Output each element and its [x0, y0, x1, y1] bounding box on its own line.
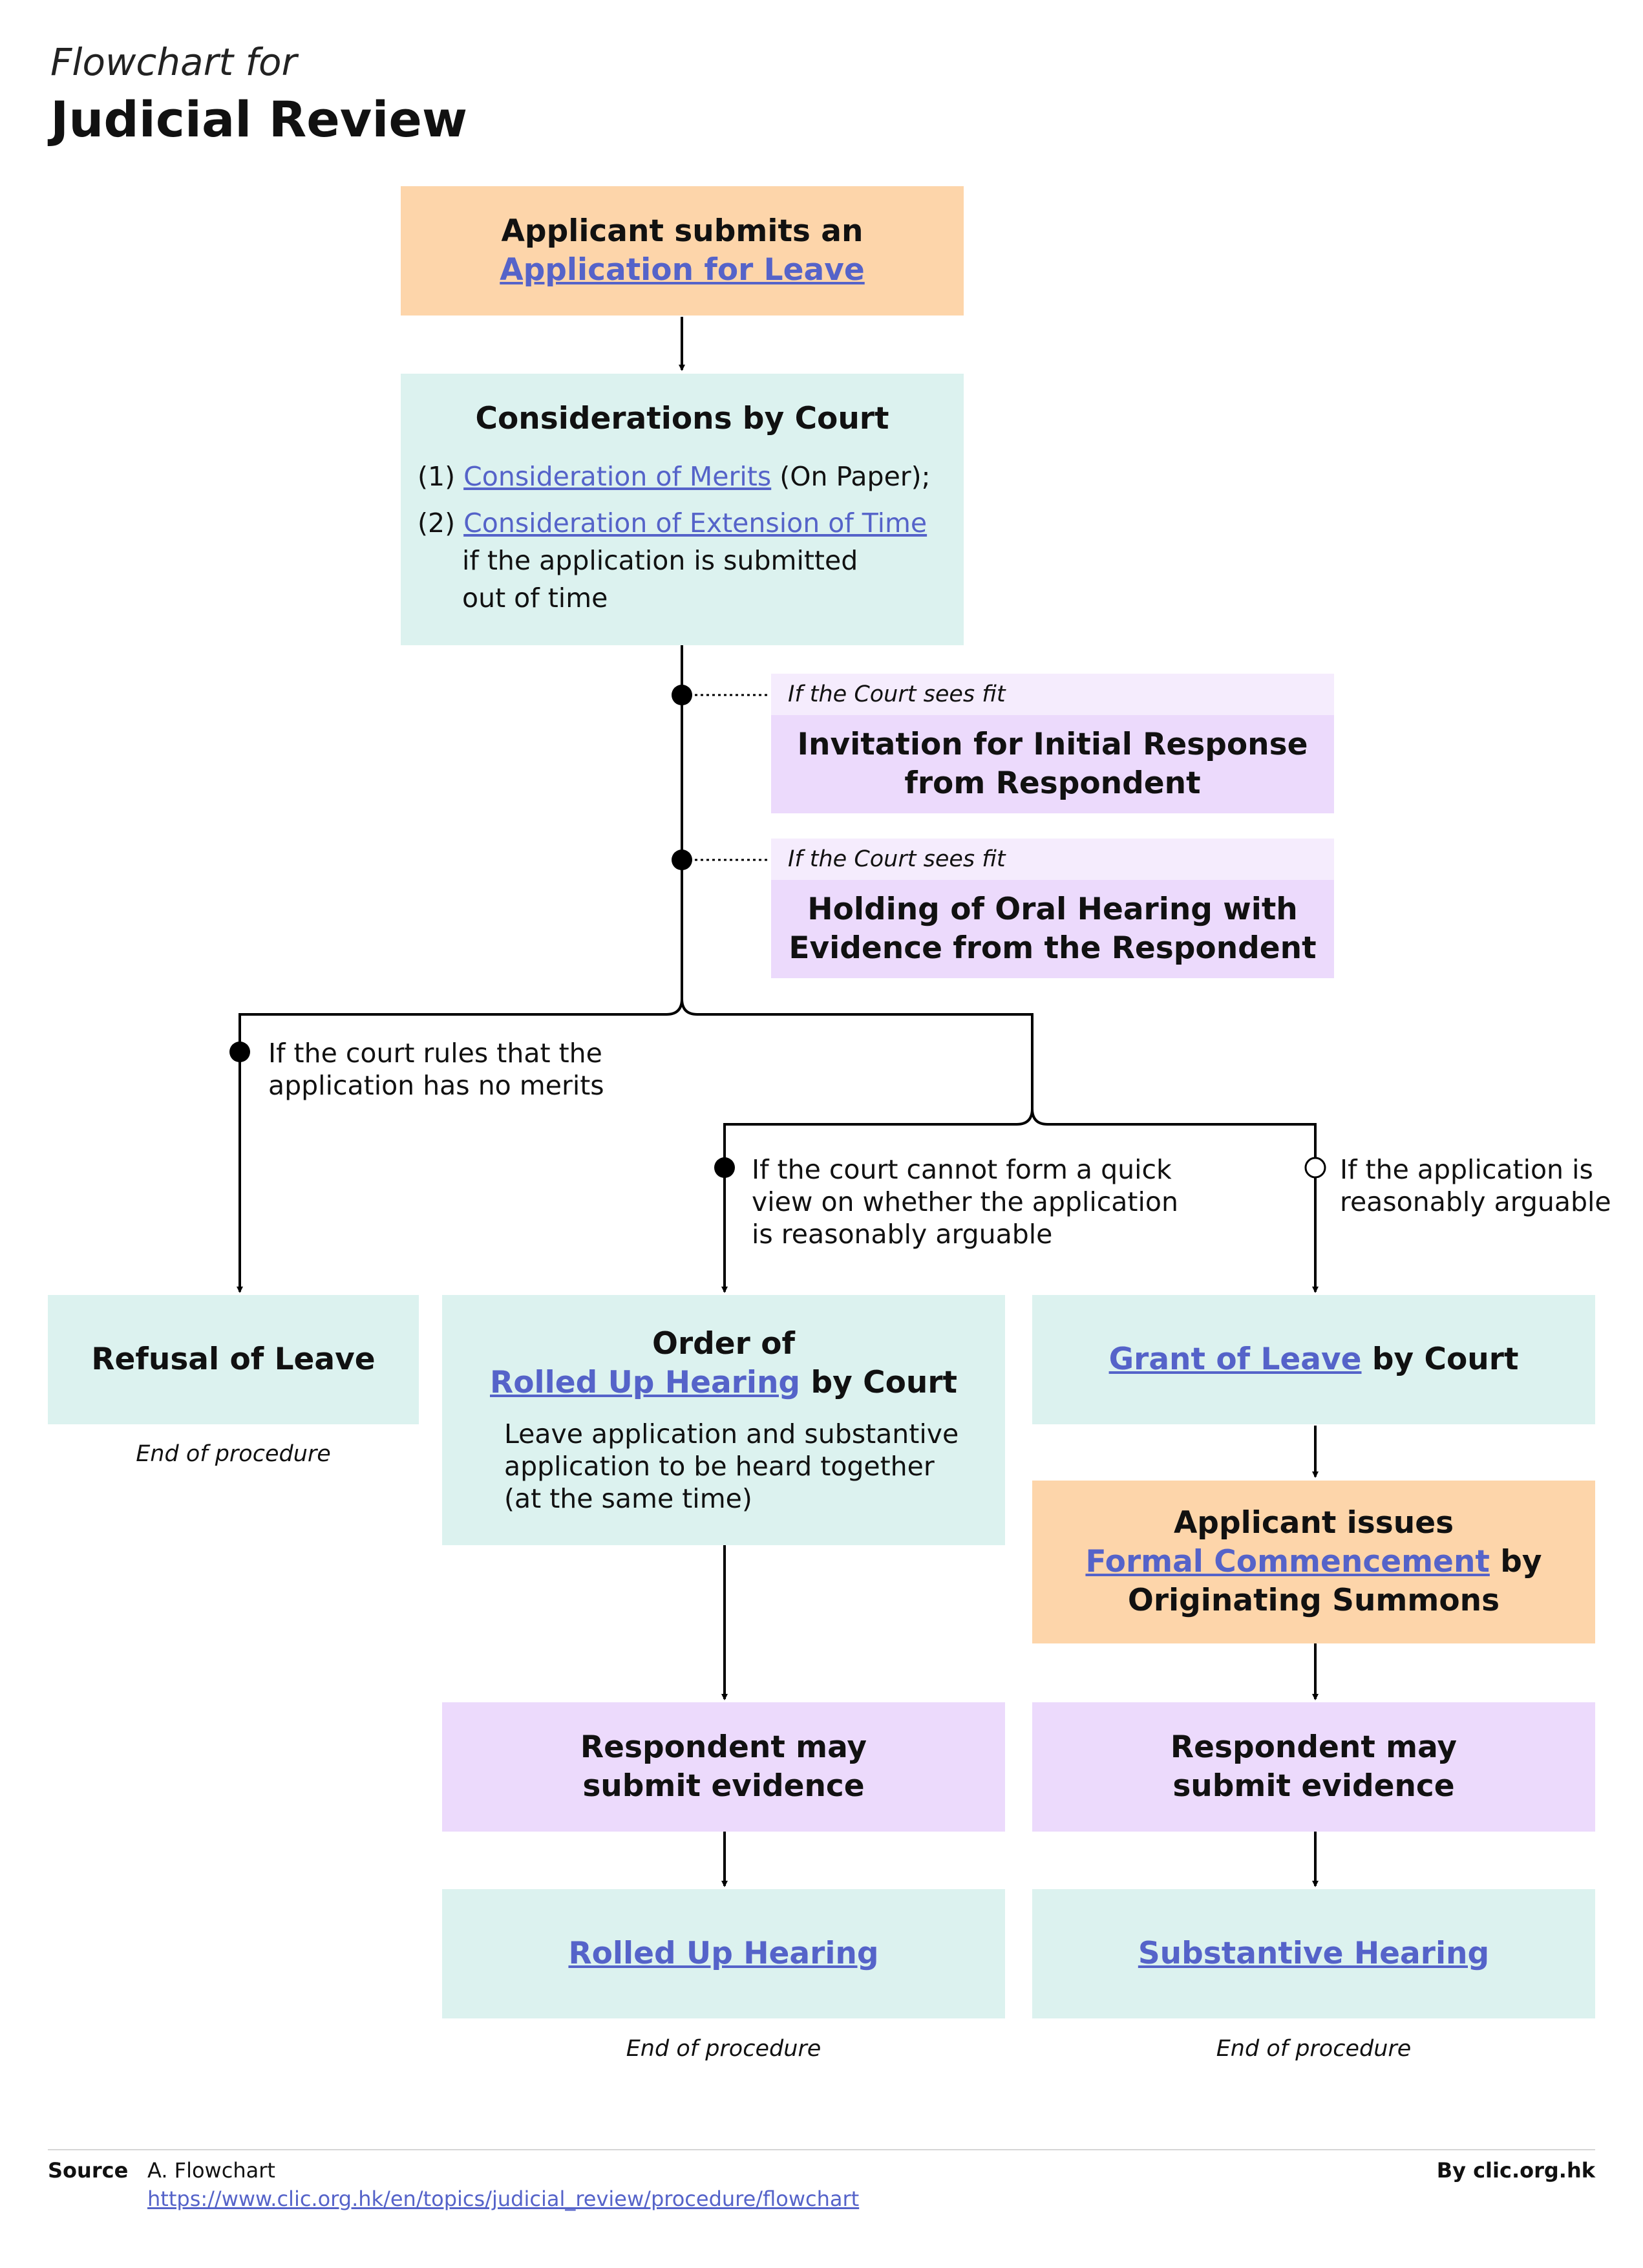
item-text: (On Paper);	[779, 461, 931, 492]
decision-dot-no-merits	[229, 1042, 250, 1062]
footer-source-title: A. Flowchart	[147, 2158, 275, 2183]
rolled-up-hearing-link[interactable]: Rolled Up Hearing	[568, 1936, 879, 1971]
node-text: by Court	[811, 1365, 957, 1400]
footer-credit: By clic.org.hk	[1436, 2158, 1595, 2183]
item-number: (1)	[418, 461, 456, 492]
node-rolled-up-hearing: Rolled Up Hearing	[442, 1889, 1005, 2018]
condition-cannot-form: If the court cannot form a quick view on…	[752, 1153, 1178, 1250]
node-line: Rolled Up Hearing by Court	[442, 1364, 1005, 1402]
page-title: Judicial Review	[50, 91, 468, 148]
considerations-item-2: (2) Consideration of Extension of Time i…	[418, 504, 954, 617]
page-kicker: Flowchart for	[50, 40, 297, 84]
condition-arguable: If the application is reasonably arguabl…	[1340, 1153, 1611, 1218]
node-respondent-evidence-left: Respondent may submit evidence	[442, 1702, 1005, 1832]
consideration-of-extension-link[interactable]: Consideration of Extension of Time	[463, 508, 928, 539]
condition-line: If the court rules that the	[268, 1038, 602, 1069]
description-line: application to be heard together	[504, 1451, 935, 1482]
application-for-leave-link[interactable]: Application for Leave	[500, 252, 865, 288]
substantive-hearing-link[interactable]: Substantive Hearing	[1138, 1936, 1490, 1971]
description-line: (at the same time)	[504, 1483, 752, 1514]
decision-dot-invitation	[672, 685, 692, 705]
item-text: if the application is submitted	[462, 545, 858, 576]
end-of-procedure-label: End of procedure	[626, 2036, 822, 2062]
considerations-list: (1) Consideration of Merits (On Paper); …	[418, 458, 954, 617]
node-oral-hearing: Holding of Oral Hearing with Evidence fr…	[771, 880, 1334, 978]
footer-source-label: Source	[48, 2158, 129, 2183]
condition-line: is reasonably arguable	[752, 1219, 1053, 1250]
node-line: Applicant submits an	[501, 213, 864, 249]
node-refusal-of-leave: Refusal of Leave	[48, 1295, 419, 1424]
considerations-title: Considerations by Court	[475, 401, 889, 436]
node-text: by	[1500, 1544, 1542, 1579]
node-heading: Order of Rolled Up Hearing by Court	[442, 1325, 1005, 1402]
branch-right	[681, 998, 1034, 1109]
node-description: Leave application and substantive applic…	[504, 1418, 959, 1515]
considerations-item-1: (1) Consideration of Merits (On Paper);	[418, 458, 954, 495]
footer-source-url-link[interactable]: https://www.clic.org.hk/en/topics/judici…	[147, 2187, 860, 2211]
node-considerations: Considerations by Court (1) Consideratio…	[401, 374, 964, 645]
rolled-up-hearing-link[interactable]: Rolled Up Hearing	[490, 1365, 801, 1400]
condition-label: If the Court sees fit	[771, 839, 1334, 880]
node-grant-of-leave: Grant of Leave by Court	[1032, 1295, 1595, 1424]
decision-dot-oral	[672, 850, 692, 870]
decision-dot-arguable	[1304, 1157, 1326, 1179]
footer-divider	[48, 2149, 1595, 2150]
node-substantive-hearing: Substantive Hearing	[1032, 1889, 1595, 2018]
end-of-procedure-label: End of procedure	[136, 1441, 331, 1467]
decision-dot-cannot-form	[714, 1157, 735, 1178]
condition-line: If the application is	[1340, 1154, 1593, 1185]
node-line: Formal Commencement by	[1085, 1543, 1542, 1581]
formal-commencement-link[interactable]: Formal Commencement	[1085, 1544, 1490, 1579]
node-invitation-initial-response: Invitation for Initial Response from Res…	[771, 715, 1334, 813]
item-text: out of time	[462, 583, 608, 614]
node-formal-commencement: Applicant issues Formal Commencement by …	[1032, 1481, 1595, 1643]
end-of-procedure-label: End of procedure	[1216, 2036, 1412, 2062]
node-line: Holding of Oral Hearing with	[807, 892, 1298, 927]
condition-line: reasonably arguable	[1340, 1186, 1611, 1217]
node-line: Grant of Leave by Court	[1109, 1340, 1519, 1379]
node-line: Order of	[652, 1326, 795, 1362]
condition-line: view on whether the application	[752, 1186, 1178, 1217]
condition-label: If the Court sees fit	[771, 674, 1334, 715]
node-line: Invitation for Initial Response	[797, 727, 1308, 762]
condition-no-merits: If the court rules that the application …	[268, 1037, 604, 1102]
node-order-rolled-up-hearing: Order of Rolled Up Hearing by Court Leav…	[442, 1295, 1005, 1545]
condition-line: application has no merits	[268, 1070, 604, 1101]
item-number: (2)	[418, 508, 456, 539]
node-text: by Court	[1372, 1342, 1519, 1377]
node-line: Applicant issues	[1173, 1505, 1454, 1541]
node-respondent-evidence-right: Respondent may submit evidence	[1032, 1702, 1595, 1832]
grant-of-leave-link[interactable]: Grant of Leave	[1108, 1342, 1362, 1377]
node-line: Evidence from the Respondent	[789, 930, 1317, 966]
node-line: Respondent may	[1170, 1729, 1458, 1765]
node-line: from Respondent	[904, 765, 1201, 801]
node-line: submit evidence	[1172, 1768, 1455, 1804]
node-application-for-leave: Applicant submits an Application for Lea…	[401, 186, 964, 316]
description-line: Leave application and substantive	[504, 1418, 959, 1450]
node-line: submit evidence	[582, 1768, 865, 1804]
consideration-of-merits-link[interactable]: Consideration of Merits	[463, 461, 772, 492]
node-title: Refusal of Leave	[91, 1342, 376, 1377]
node-line: Respondent may	[580, 1729, 867, 1765]
node-line: Originating Summons	[1127, 1583, 1500, 1618]
branch-far-right	[1031, 1108, 1319, 1293]
condition-line: If the court cannot form a quick	[752, 1154, 1172, 1185]
